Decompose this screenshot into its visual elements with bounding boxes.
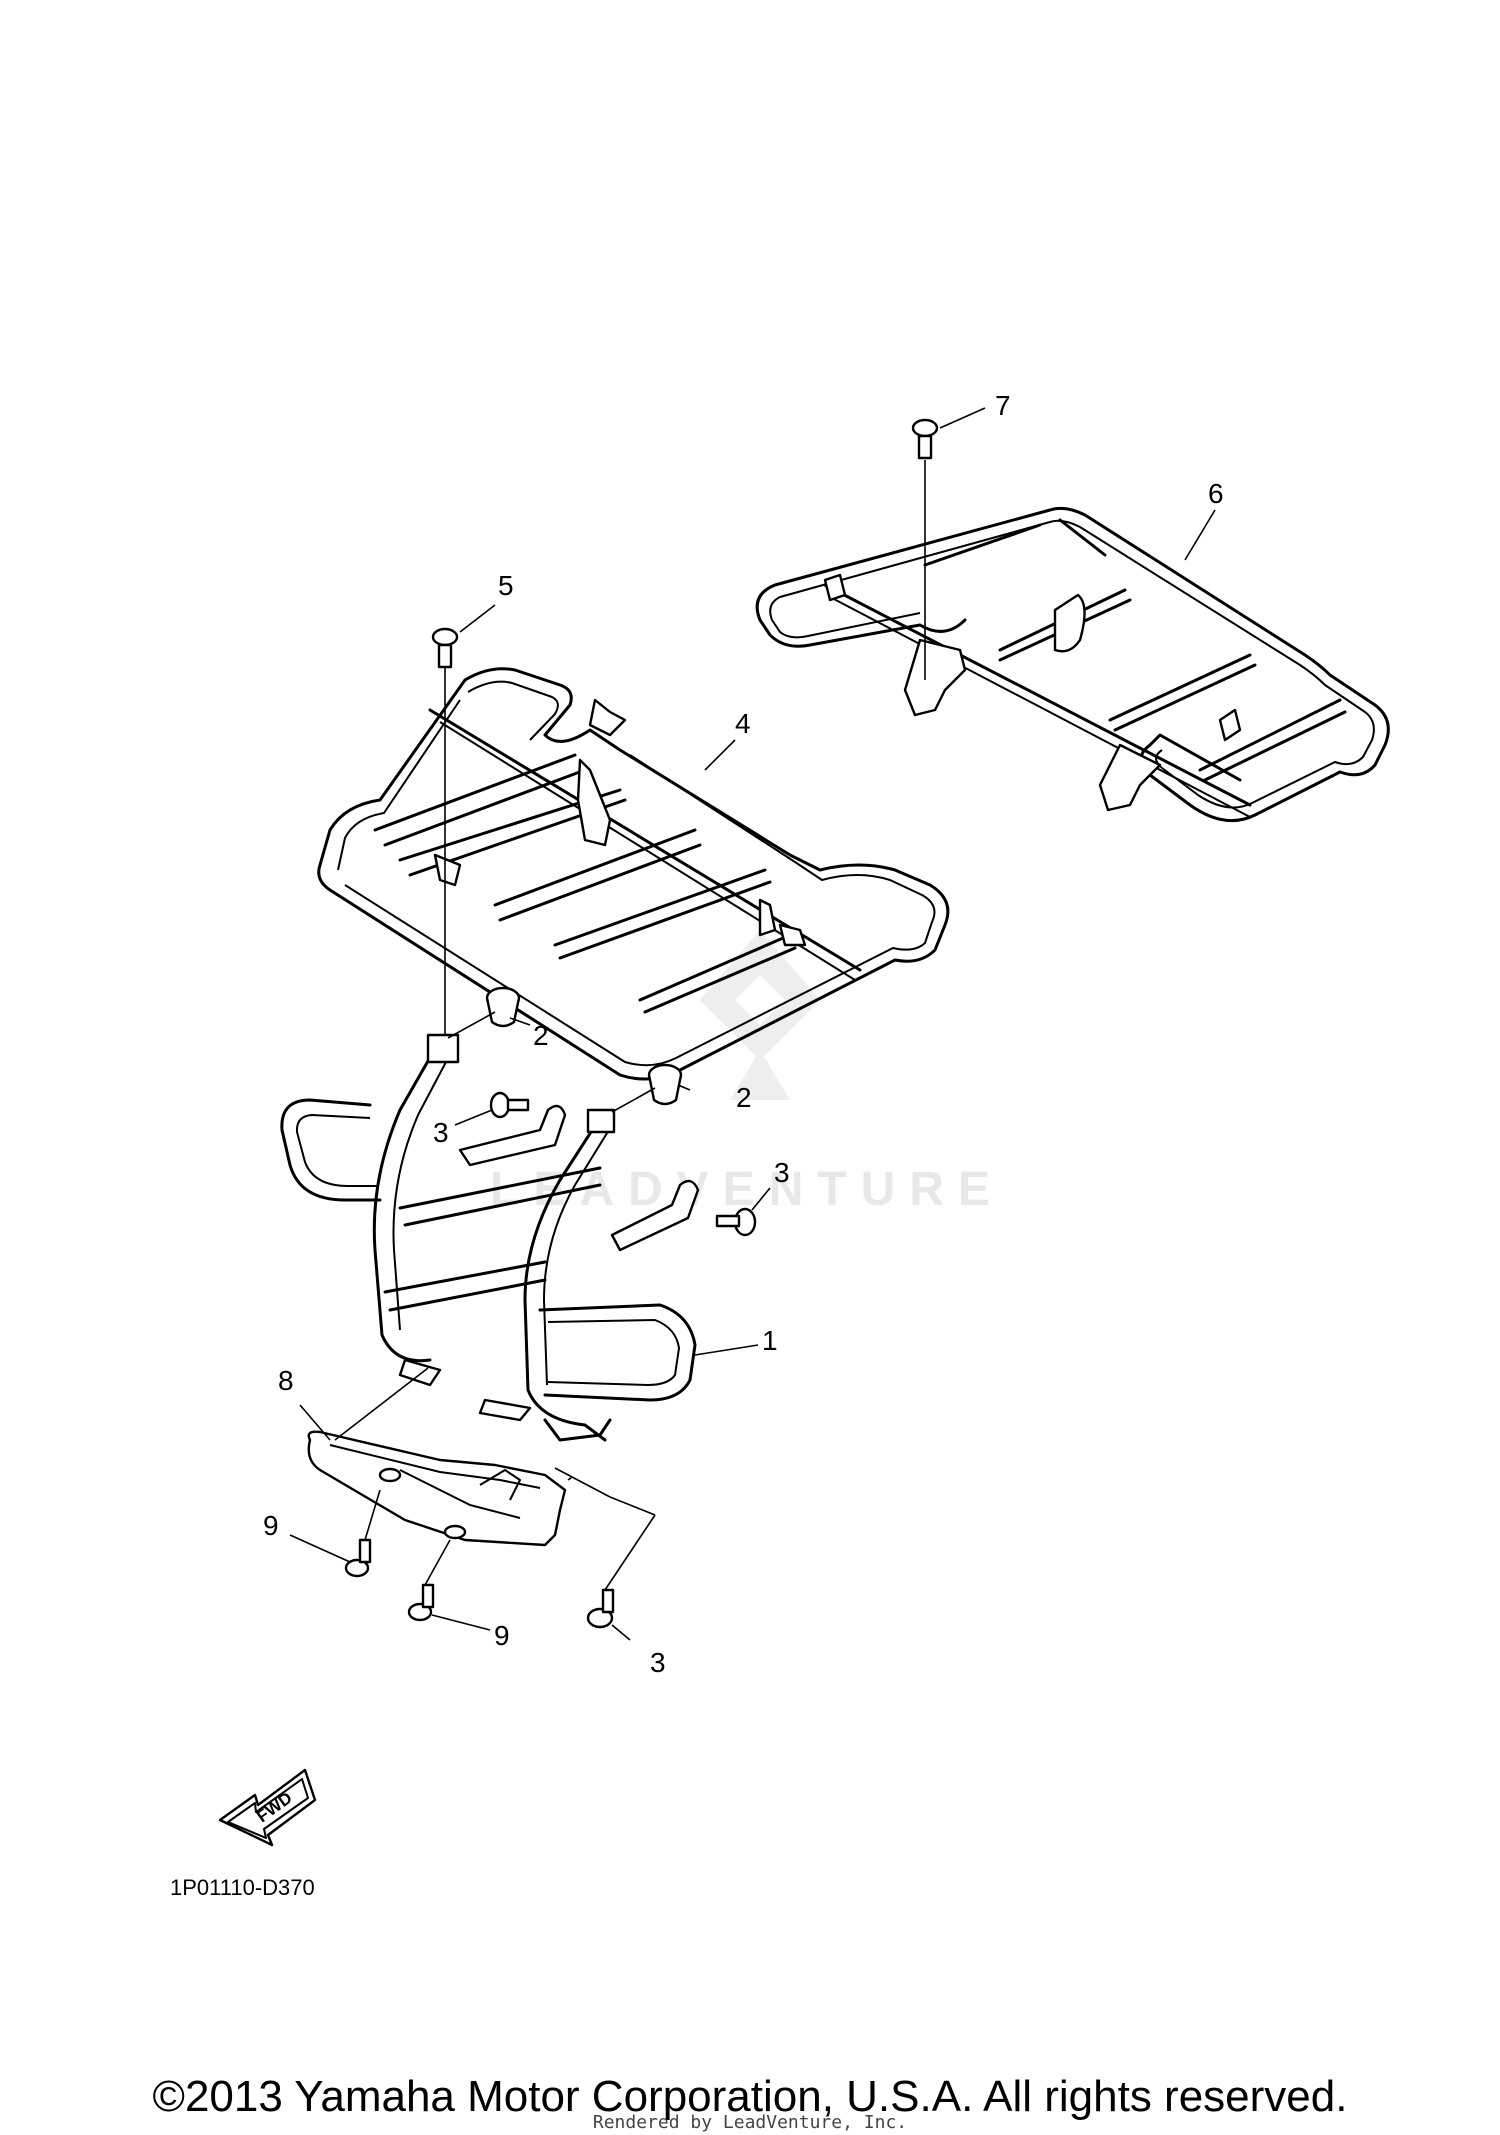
callout-7: 7	[995, 390, 1011, 421]
callout-6: 6	[1208, 478, 1224, 509]
callouts: 7 6 5 4 2 2 3 3 1 8 9 9 3	[263, 390, 1224, 1678]
bolt-9-bottom	[407, 1583, 435, 1622]
bolt-3-lower	[586, 1588, 615, 1629]
grommet-2-upper	[485, 986, 521, 1028]
front-guard	[280, 1033, 700, 1442]
callout-3-right: 3	[774, 1157, 790, 1188]
copyright-notice: ©2013 Yamaha Motor Corporation, U.S.A. A…	[152, 2072, 1348, 2121]
bolt-5	[431, 627, 459, 1035]
bolt-3-upper-left	[489, 1091, 530, 1119]
rendered-by-notice: Rendered by LeadVenture, Inc.	[592, 2112, 908, 2133]
callout-9-left: 9	[263, 1510, 279, 1541]
fwd-arrow-icon: FWD	[218, 1768, 317, 1847]
callout-5: 5	[498, 570, 514, 601]
callout-2-lower: 2	[736, 1082, 752, 1113]
skid-plate	[307, 1430, 567, 1547]
callout-3-bottom: 3	[650, 1647, 666, 1678]
front-carrier	[317, 667, 950, 1081]
callout-4: 4	[735, 708, 751, 739]
callout-9-bottom: 9	[494, 1620, 510, 1651]
callout-8: 8	[278, 1365, 294, 1396]
rear-carrier	[755, 506, 1390, 823]
bolt-9-left	[344, 1538, 372, 1578]
callout-2-upper: 2	[533, 1020, 549, 1051]
bolt-7	[911, 418, 939, 680]
leader-lines	[289, 407, 1216, 1641]
grommet-2-lower	[647, 1063, 683, 1106]
callout-3-left: 3	[433, 1117, 449, 1148]
bolt-3-right	[715, 1207, 757, 1237]
callout-1: 1	[762, 1325, 778, 1356]
diagram-code: 1P01110-D370	[170, 1875, 315, 1900]
